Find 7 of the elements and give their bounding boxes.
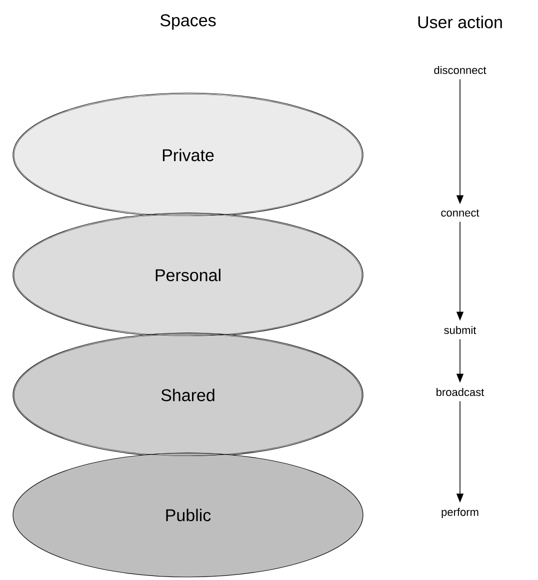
action-label: broadcast: [436, 388, 484, 396]
action-label: perform: [442, 508, 478, 518]
action-label: submit: [444, 326, 476, 334]
action-label: connect: [441, 209, 480, 217]
column-heading: Spaces: [160, 14, 216, 30]
action-label: disconnect: [434, 66, 486, 74]
column-heading: User action: [418, 16, 502, 28]
